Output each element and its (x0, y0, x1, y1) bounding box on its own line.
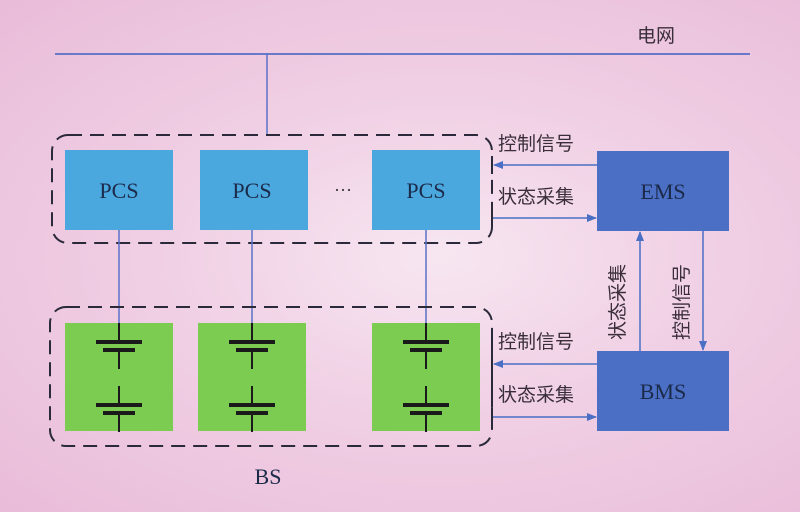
bms-to-bs-control-label: 控制信号 (498, 331, 574, 353)
pcs-unit: PCS (372, 150, 480, 230)
pcs-unit: PCS (65, 150, 173, 230)
bs-to-bms-status-label: 状态采集 (498, 384, 574, 406)
pcs-box (372, 150, 480, 230)
battery-cell-icon (229, 323, 275, 369)
bms-box (597, 351, 729, 431)
pcs-group-border (51, 134, 493, 244)
battery-group-border (49, 306, 493, 447)
grid-label: 电网 (637, 25, 675, 47)
pcs-label: PCS (232, 178, 271, 203)
pcs-label: PCS (99, 178, 138, 203)
pcs-box (65, 150, 173, 230)
ems-box (597, 151, 729, 231)
battery-cell-icon (229, 386, 275, 432)
pcs-to-ems-status-label: 状态采集 (498, 186, 574, 208)
ems-unit: EMS (597, 151, 729, 231)
ems-to-pcs-control-label: 控制信号 (498, 133, 574, 155)
battery-group-label: BS (255, 464, 282, 489)
bms-to-ems-status-label: 状态采集 (607, 264, 629, 340)
pcs-box (200, 150, 308, 230)
battery-cell-icon (403, 386, 449, 432)
ems-label: EMS (640, 179, 685, 204)
pcs-ellipsis: ··· (334, 180, 352, 200)
battery-cell-icon (96, 323, 142, 369)
ems-to-bms-control-label: 控制信号 (671, 264, 693, 340)
battery-symbols (96, 323, 449, 432)
pcs-unit: PCS (200, 150, 308, 230)
bms-unit: BMS (597, 351, 729, 431)
battery-cell-icon (403, 323, 449, 369)
bms-label: BMS (640, 379, 686, 404)
battery-cell-icon (96, 386, 142, 432)
pcs-label: PCS (406, 178, 445, 203)
